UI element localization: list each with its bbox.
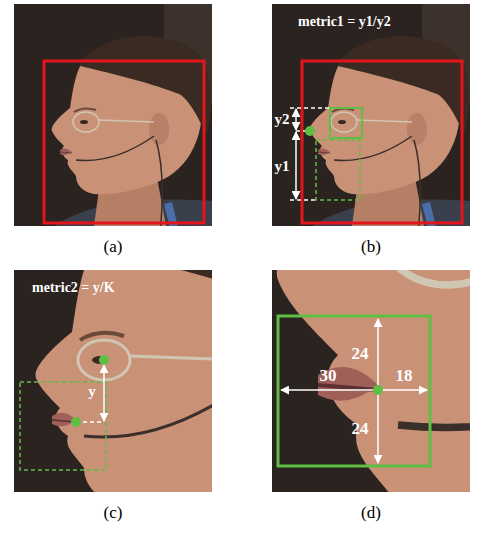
dimension-arrow (378, 389, 427, 391)
dimension-arrow (295, 109, 297, 130)
mouth-box (20, 382, 106, 470)
panel-caption: (a) (104, 238, 123, 255)
panel-caption: (c) (104, 504, 123, 521)
dimension-label: y (88, 384, 96, 399)
face-box (44, 61, 204, 223)
eye-box (330, 108, 362, 138)
dimension-arrow (295, 132, 297, 199)
mouth-box (316, 140, 360, 200)
photo-panel (0, 0, 264, 274)
landmark-dot (305, 126, 315, 136)
face-photo (272, 4, 470, 226)
dimension-label: 24 (352, 420, 369, 437)
guide-line (290, 199, 316, 201)
landmark-dot (99, 355, 109, 365)
mouth-box (278, 316, 430, 466)
formula-text: metric2 = y/K (32, 281, 115, 295)
dimension-arrow (377, 390, 379, 463)
guide-line (290, 107, 330, 109)
panel-caption: (d) (361, 504, 381, 521)
face-photo (272, 270, 470, 492)
face-photo (14, 4, 212, 226)
dimension-label: y2 (275, 112, 290, 127)
dimension-label: y1 (275, 159, 290, 174)
dimension-arrow (377, 319, 379, 390)
formula-text: metric1 = y1/y2 (298, 15, 391, 29)
face-photo (14, 270, 212, 492)
dimension-label: 24 (352, 345, 369, 362)
dimension-label: 30 (320, 367, 337, 384)
landmark-dot (71, 417, 81, 427)
face-box (302, 61, 462, 223)
landmark-dot (373, 385, 383, 395)
photo-panel (222, 0, 486, 274)
panel-caption: (b) (361, 238, 381, 255)
dimension-label: 18 (396, 367, 413, 384)
dimension-arrow (281, 389, 378, 391)
dimension-arrow (103, 365, 105, 421)
